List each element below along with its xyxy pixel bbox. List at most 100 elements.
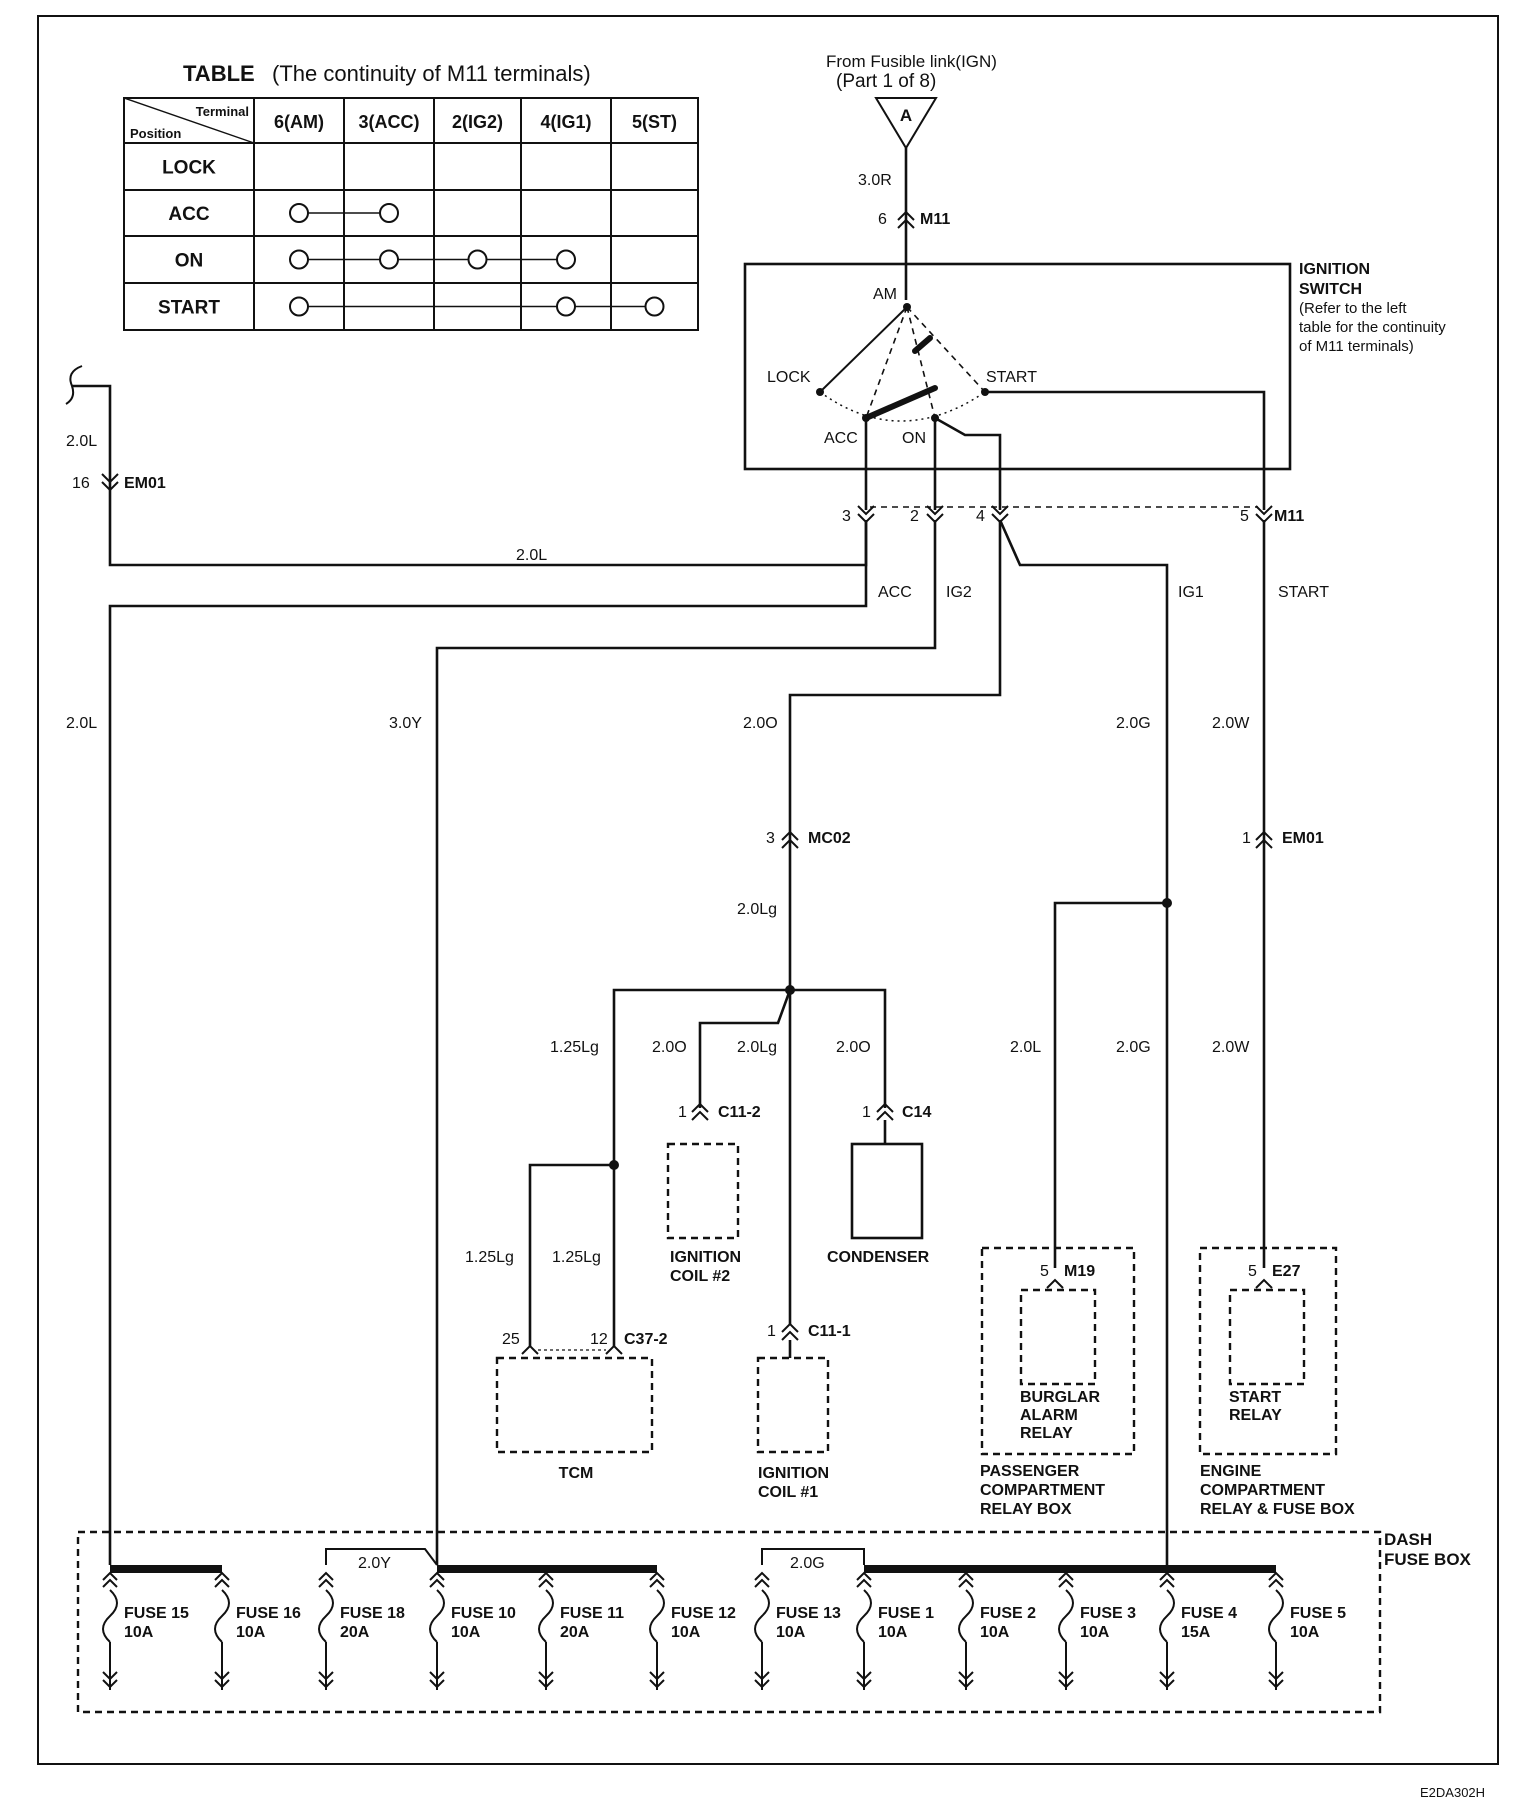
switch-acc-label: ACC bbox=[824, 430, 858, 447]
ecrfb-label-2: COMPARTMENT bbox=[1200, 1482, 1325, 1499]
switch-am-label: AM bbox=[873, 286, 897, 303]
fuse-top-terminal-icon bbox=[214, 1571, 230, 1588]
connector-c11-1-pin: 1 bbox=[767, 1323, 776, 1340]
dash-fuse-box-label-1: DASH bbox=[1384, 1530, 1432, 1549]
wire-burglar-relay bbox=[1053, 901, 1167, 1268]
fuse-rating: 20A bbox=[340, 1624, 370, 1641]
fuse-element-icon bbox=[958, 1589, 974, 1643]
burglar-relay-label-1: BURGLAR bbox=[1020, 1389, 1100, 1406]
fuse-element-icon bbox=[102, 1589, 118, 1643]
wire-label-20l-down: 2.0L bbox=[66, 715, 97, 732]
connector-c14-pin: 1 bbox=[862, 1104, 871, 1121]
switch-start-label: START bbox=[986, 369, 1037, 386]
ignition-coil-1-label-1: IGNITION bbox=[758, 1465, 829, 1482]
fuse-top-terminal-icon bbox=[1058, 1571, 1074, 1588]
wire-20o-coil2 bbox=[698, 989, 792, 1108]
ignition-switch-note-1: (Refer to the left bbox=[1299, 300, 1407, 317]
wire-ig1-down bbox=[998, 519, 1169, 1565]
fuse-element-icon bbox=[538, 1589, 554, 1643]
connector-em01-right-name: EM01 bbox=[1282, 830, 1324, 847]
wire-acc-down bbox=[108, 520, 868, 1565]
fuse-name: FUSE 3 bbox=[1080, 1605, 1136, 1622]
connector-c37-2-name: C37-2 bbox=[624, 1331, 668, 1348]
table-continuity-dot bbox=[556, 296, 576, 317]
table-column-header: 4(IG1) bbox=[540, 112, 591, 132]
dash-fuse-box-label-2: FUSE BOX bbox=[1384, 1550, 1472, 1569]
continuity-table: TABLE (The continuity of M11 terminals) … bbox=[123, 61, 699, 331]
fuse-top-terminal-icon bbox=[958, 1571, 974, 1588]
fuse-rating: 10A bbox=[236, 1624, 266, 1641]
fuse-name: FUSE 2 bbox=[980, 1605, 1036, 1622]
connector-c14-icon bbox=[876, 1102, 894, 1121]
connector-m11-pin-3: 3 bbox=[842, 508, 851, 525]
connector-em01-right-pin: 1 bbox=[1242, 830, 1251, 847]
fuse-element-icon bbox=[649, 1589, 665, 1643]
wire-label-20g: 2.0G bbox=[1116, 715, 1151, 732]
fuse-name: FUSE 11 bbox=[560, 1605, 624, 1622]
fuse-name: FUSE 15 bbox=[124, 1605, 189, 1622]
connector-m19-icon bbox=[1046, 1278, 1064, 1289]
fuse-element-icon bbox=[1268, 1589, 1284, 1643]
fuse-bottom-terminal-icon bbox=[856, 1642, 872, 1690]
burglar-relay-label-2: ALARM bbox=[1020, 1407, 1078, 1424]
signal-acc: ACC bbox=[878, 584, 912, 601]
burglar-relay-label-3: RELAY bbox=[1020, 1425, 1073, 1442]
table-continuity-dot bbox=[379, 249, 399, 270]
wire-label-125lg-b: 1.25Lg bbox=[465, 1249, 514, 1266]
fuse-top-terminal-icon bbox=[649, 1571, 665, 1588]
connector-c11-1-name: C11-1 bbox=[808, 1323, 851, 1340]
table-continuity-dot bbox=[644, 296, 665, 317]
connector-m11-row bbox=[857, 505, 1273, 524]
wire-label-30r: 3.0R bbox=[858, 172, 892, 189]
tcm-label: TCM bbox=[559, 1465, 594, 1482]
connector-c14-name: C14 bbox=[902, 1104, 931, 1121]
fuse-name: FUSE 16 bbox=[236, 1605, 301, 1622]
wire-label-20o-c: 2.0O bbox=[836, 1039, 871, 1056]
switch-pin-lock bbox=[816, 388, 824, 396]
wire-125lg-tcm bbox=[612, 988, 790, 1165]
connector-c37-2-pin-a: 25 bbox=[502, 1331, 520, 1348]
source-part-label: (Part 1 of 8) bbox=[836, 71, 936, 92]
fuse-bottom-terminal-icon bbox=[102, 1642, 118, 1690]
table-continuity-dot bbox=[289, 249, 309, 270]
ecrfb-label-3: RELAY & FUSE BOX bbox=[1200, 1501, 1355, 1518]
wire-start-out bbox=[985, 390, 1266, 510]
table-column-header: 6(AM) bbox=[274, 112, 324, 132]
table-column-header: 5(ST) bbox=[632, 112, 677, 132]
ignition-switch-note-2: table for the continuity bbox=[1299, 319, 1446, 336]
table-column-header: 3(ACC) bbox=[359, 112, 420, 132]
connector-c11-2-icon bbox=[691, 1102, 709, 1121]
fuse-rating: 15A bbox=[1181, 1624, 1211, 1641]
wire-ig1-out bbox=[934, 416, 1002, 510]
switch-arm-acc bbox=[865, 306, 908, 419]
connector-m11-name: M11 bbox=[1274, 508, 1304, 525]
fuse-bottom-terminal-icon bbox=[958, 1642, 974, 1690]
wire-label-20g-bus: 2.0G bbox=[790, 1555, 825, 1572]
diagram-frame bbox=[37, 15, 1499, 1765]
table-row-label: ACC bbox=[168, 204, 209, 225]
pcrb-label-2: COMPARTMENT bbox=[980, 1482, 1105, 1499]
table-row-label: START bbox=[158, 298, 220, 319]
table-title-sub: (The continuity of M11 terminals) bbox=[272, 61, 591, 86]
fuse-top-terminal-icon bbox=[318, 1571, 334, 1588]
condenser bbox=[850, 1142, 924, 1240]
connector-m11-top-pin: 6 bbox=[878, 211, 887, 228]
table-border bbox=[123, 97, 699, 331]
wire-label-30y: 3.0Y bbox=[389, 715, 422, 732]
wire-left-feed bbox=[72, 384, 868, 567]
switch-lock-label: LOCK bbox=[767, 369, 811, 386]
table-continuity-dot bbox=[289, 203, 309, 223]
dash-fuse-box bbox=[76, 1530, 1382, 1714]
fuse-rating: 10A bbox=[1290, 1624, 1320, 1641]
connector-m11-pin-5: 5 bbox=[1240, 508, 1249, 525]
wire-label-20l-mid: 2.0L bbox=[516, 547, 547, 564]
wire-20y-jumper bbox=[325, 1548, 438, 1566]
fuse-rating: 10A bbox=[878, 1624, 908, 1641]
connector-m11-top-name: M11 bbox=[920, 211, 950, 228]
fuse-rating: 20A bbox=[560, 1624, 590, 1641]
start-relay-label-2: RELAY bbox=[1229, 1407, 1282, 1424]
start-relay-label-1: START bbox=[1229, 1389, 1281, 1406]
source-label: From Fusible link(IGN) bbox=[826, 52, 997, 71]
connector-e27-icon bbox=[1255, 1278, 1273, 1289]
